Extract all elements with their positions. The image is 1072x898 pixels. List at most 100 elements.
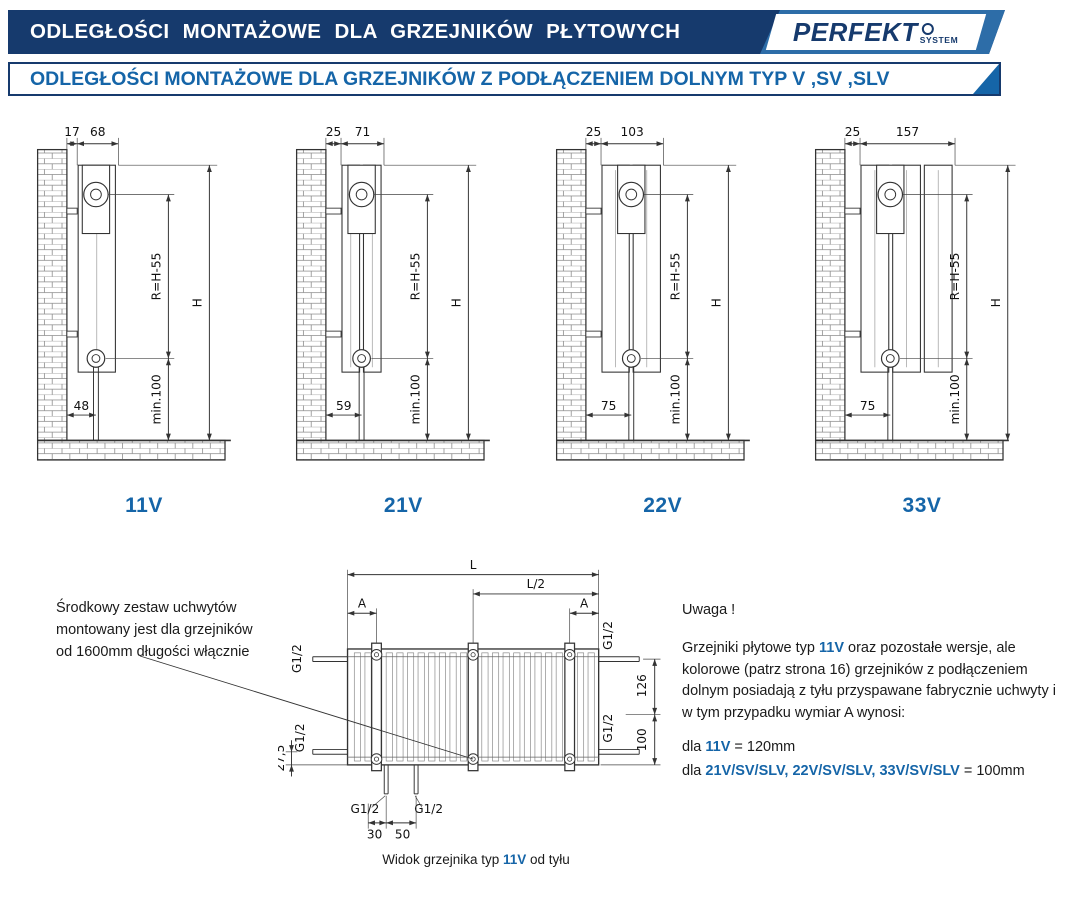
- dim-label-g12: G1/2: [601, 714, 615, 743]
- notice-body-text: Grzejniki płytowe typ: [682, 639, 819, 656]
- wall-bracket: [66, 330, 78, 338]
- dim-label-126: 126: [635, 674, 649, 697]
- floor-cross-section: [814, 439, 1004, 461]
- page-title: ODLEGŁOŚCI MONTAŻOWE DLA GRZEJNIKÓW PŁYT…: [30, 20, 681, 43]
- dim-label-depth: 68: [90, 126, 106, 139]
- wall-bracket: [844, 330, 861, 338]
- radiator-drawing-21v: 25 71R=H-55 min.100 H 59: [296, 126, 491, 461]
- dim-label-h: H: [709, 298, 723, 307]
- brand-name: PERFEKT: [793, 16, 919, 47]
- rule-type: 11V: [705, 738, 731, 755]
- dim-label-depth: 157: [896, 126, 919, 139]
- rule-text: = 120mm: [730, 738, 796, 755]
- dim-label-depth: 71: [355, 126, 371, 139]
- dim-label-r: R=H-55: [948, 253, 962, 301]
- dim-label-g12: G1/2: [351, 802, 380, 816]
- brand-mark: SYSTEM: [920, 22, 959, 44]
- dim-label-min-clearance: min.100: [668, 374, 682, 424]
- dim-label-a: A: [580, 596, 589, 610]
- dim-label-a: A: [358, 596, 367, 610]
- dim-label-r: R=H-55: [668, 253, 682, 301]
- dim-label-bottom: 75: [860, 399, 876, 413]
- wall-bracket: [325, 207, 342, 215]
- dim-label-bottom: 59: [336, 399, 352, 413]
- dim-label-g12: G1/2: [601, 621, 615, 650]
- dim-label-30: 30: [367, 827, 382, 841]
- notice-rule-11v: dla 11V = 120mm: [682, 737, 1060, 759]
- floor-cross-section: [555, 439, 745, 461]
- mounting-bracket: [371, 642, 382, 772]
- dim-label-50: 50: [395, 827, 410, 841]
- dim-label-length: L: [470, 560, 477, 572]
- wall-cross-section: [555, 148, 587, 442]
- dim-label-100: 100: [635, 728, 649, 751]
- dim-label-min-clearance: min.100: [409, 374, 423, 424]
- rule-text: dla: [682, 738, 706, 755]
- radiator-type-label: 22V: [643, 494, 683, 517]
- wall-bracket: [585, 330, 602, 338]
- brand-subtitle: SYSTEM: [920, 34, 959, 44]
- dim-label-wall-gap: 25: [326, 126, 342, 139]
- bracket-note: Środkowy zestaw uchwytów montowany jest …: [56, 598, 253, 663]
- rear-view-caption: Widok grzejnika typ 11V od tyłu: [382, 852, 570, 867]
- wall-bracket: [325, 330, 342, 338]
- mounting-bracket: [467, 642, 479, 772]
- mounting-bracket: [564, 642, 576, 772]
- dim-label-min-clearance: min.100: [150, 374, 164, 424]
- floor-cross-section: [36, 439, 226, 461]
- rule-type: 21V/SV/SLV, 22V/SV/SLV, 33V/SV/SLV: [705, 762, 960, 779]
- details-section: Środkowy zestaw uchwytów montowany jest …: [0, 556, 1072, 891]
- dim-label-h: H: [450, 298, 464, 307]
- dim-label-r: R=H-55: [409, 253, 423, 301]
- dim-label-min-clearance: min.100: [948, 374, 962, 424]
- dim-label-g12: G1/2: [414, 802, 443, 816]
- caption-text: od tyłu: [526, 852, 570, 867]
- notice-rule-other-types: dla 21V/SV/SLV, 22V/SV/SLV, 33V/SV/SLV =…: [682, 761, 1060, 783]
- wall-cross-section: [296, 148, 327, 442]
- bracket-note-line: montowany jest dla grzejników: [56, 621, 253, 638]
- bracket-note-line: od 1600mm długości włącznie: [56, 643, 250, 660]
- radiator-type-label: 21V: [383, 494, 423, 517]
- notice-block: Uwaga ! Grzejniki płytowe typ 11V oraz p…: [682, 600, 1060, 782]
- bracket-note-line: Środkowy zestaw uchwytów: [56, 600, 237, 616]
- brand-logo-inner: PERFEKT SYSTEM: [793, 17, 958, 48]
- dim-label-half-length: L/2: [527, 577, 545, 591]
- notice-body-text: oraz pozostałe wersje, ale kolorowe (pat…: [682, 639, 1056, 721]
- radiator-type-label: 33V: [902, 494, 942, 517]
- wall-bracket: [66, 207, 78, 215]
- rule-text: dla: [682, 762, 706, 779]
- brand-circle-icon: [922, 22, 935, 34]
- radiator-type-label: 11V: [125, 494, 163, 517]
- dim-label-bottom: 48: [74, 399, 90, 413]
- dim-label-wall-gap: 17: [64, 126, 80, 139]
- dim-label-g12: G1/2: [290, 644, 304, 673]
- wall-cross-section: [36, 148, 68, 442]
- caption-text: Widok grzejnika typ: [382, 852, 503, 867]
- notice-body-type: 11V: [819, 639, 844, 656]
- dim-label-27-5: 27,5: [278, 745, 287, 772]
- dim-label-g12: G1/2: [293, 723, 307, 752]
- section-title-bar: ODLEGŁOŚCI MONTAŻOWE DLA GRZEJNIKÓW Z PO…: [8, 62, 1001, 96]
- caption-type: 11V: [502, 852, 527, 867]
- wall-bracket: [844, 207, 861, 215]
- dim-label-h: H: [191, 298, 205, 307]
- brand-logo: PERFEKT SYSTEM: [765, 14, 987, 50]
- section-title-accent: [973, 64, 999, 94]
- dim-label-r: R=H-55: [150, 253, 164, 301]
- notice-title: Uwaga !: [682, 602, 736, 618]
- wall-cross-section: [814, 148, 846, 442]
- radiator-drawing-11v: 17 68R=H-55 min.100 H 48: [36, 126, 231, 461]
- main-header-banner: ODLEGŁOŚCI MONTAŻOWE DLA GRZEJNIKÓW PŁYT…: [8, 10, 1005, 54]
- section-title: ODLEGŁOŚCI MONTAŻOWE DLA GRZEJNIKÓW Z PO…: [30, 67, 890, 90]
- dim-label-wall-gap: 25: [845, 126, 861, 139]
- dim-label-depth: 103: [620, 126, 643, 139]
